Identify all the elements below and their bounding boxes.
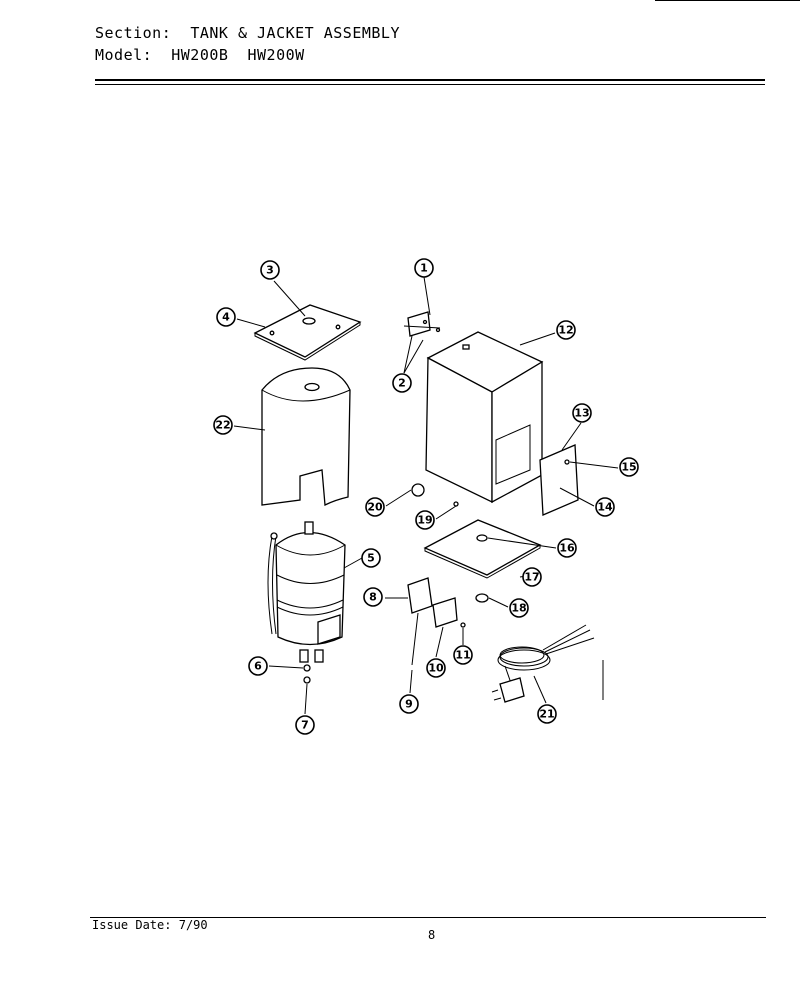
callout-9: 9 xyxy=(399,694,419,714)
svg-text:7: 7 xyxy=(301,719,309,732)
svg-text:22: 22 xyxy=(215,419,230,432)
callout-21: 21 xyxy=(537,704,557,724)
section-label: Section: xyxy=(95,24,172,42)
svg-text:2: 2 xyxy=(398,377,406,390)
footer-rule xyxy=(90,917,766,918)
callout-3: 3 xyxy=(260,260,280,280)
svg-text:11: 11 xyxy=(455,649,470,662)
svg-text:9: 9 xyxy=(405,698,413,711)
svg-text:19: 19 xyxy=(417,514,432,527)
top-edge-rule xyxy=(655,0,800,1)
callout-8: 8 xyxy=(363,587,383,607)
thermostat xyxy=(407,577,433,666)
model-label: Model: xyxy=(95,46,153,64)
mounting-bracket xyxy=(403,311,441,337)
callout-16: 16 xyxy=(557,538,577,558)
svg-text:1: 1 xyxy=(420,262,428,275)
svg-text:17: 17 xyxy=(524,571,539,584)
callout-10: 10 xyxy=(426,658,446,678)
callout-13: 13 xyxy=(572,403,592,423)
thermostat-cover xyxy=(432,597,458,628)
svg-text:12: 12 xyxy=(558,324,573,337)
svg-text:3: 3 xyxy=(266,264,274,277)
page-number: 8 xyxy=(428,928,436,942)
header-rule-bottom xyxy=(95,84,765,85)
callout-18: 18 xyxy=(509,598,529,618)
access-panel xyxy=(539,444,579,516)
svg-text:14: 14 xyxy=(597,501,613,514)
plug-fitting xyxy=(411,483,425,497)
issue-date-line: Issue Date: 7/90 xyxy=(92,918,208,932)
callout-2: 2 xyxy=(392,373,412,393)
callout-20: 20 xyxy=(365,497,385,517)
top-cover-plate xyxy=(253,304,362,361)
issue-date-value: 7/90 xyxy=(178,918,208,932)
callout-11: 11 xyxy=(453,645,473,665)
svg-text:20: 20 xyxy=(367,501,383,514)
section-line: Section: TANK & JACKET ASSEMBLY xyxy=(95,24,400,42)
callout-1: 1 xyxy=(414,258,434,278)
callout-19: 19 xyxy=(415,510,435,530)
svg-text:4: 4 xyxy=(222,311,230,324)
svg-text:15: 15 xyxy=(621,461,636,474)
svg-text:13: 13 xyxy=(574,407,589,420)
svg-text:10: 10 xyxy=(428,662,444,675)
callout-14: 14 xyxy=(595,497,615,517)
callout-22: 22 xyxy=(213,415,233,435)
screw-11 xyxy=(460,622,466,628)
callout-6: 6 xyxy=(248,656,268,676)
model-value: HW200B HW200W xyxy=(171,46,305,64)
header-rule-top xyxy=(95,79,765,81)
callout-12: 12 xyxy=(556,320,576,340)
svg-text:21: 21 xyxy=(539,708,554,721)
callout-4: 4 xyxy=(216,307,236,327)
outer-cabinet xyxy=(425,331,544,504)
leader-lines xyxy=(233,276,619,715)
base-pan xyxy=(423,519,542,579)
svg-text:5: 5 xyxy=(367,552,375,565)
model-line: Model: HW200B HW200W xyxy=(95,46,305,64)
screw-19 xyxy=(453,501,459,507)
callout-17: 17 xyxy=(522,567,542,587)
svg-text:8: 8 xyxy=(369,591,377,604)
tank-jacket-shroud xyxy=(261,367,351,507)
callout-15: 15 xyxy=(619,457,639,477)
water-tank xyxy=(267,521,346,663)
power-cord xyxy=(491,624,595,703)
svg-text:16: 16 xyxy=(559,542,575,555)
svg-text:18: 18 xyxy=(511,602,526,615)
drain-fittings xyxy=(303,664,311,684)
section-value: TANK & JACKET ASSEMBLY xyxy=(190,24,400,42)
grommet xyxy=(475,593,489,603)
issue-date-label: Issue Date: xyxy=(92,918,172,932)
callout-5: 5 xyxy=(361,548,381,568)
svg-text:6: 6 xyxy=(254,660,262,673)
callout-7: 7 xyxy=(295,715,315,735)
